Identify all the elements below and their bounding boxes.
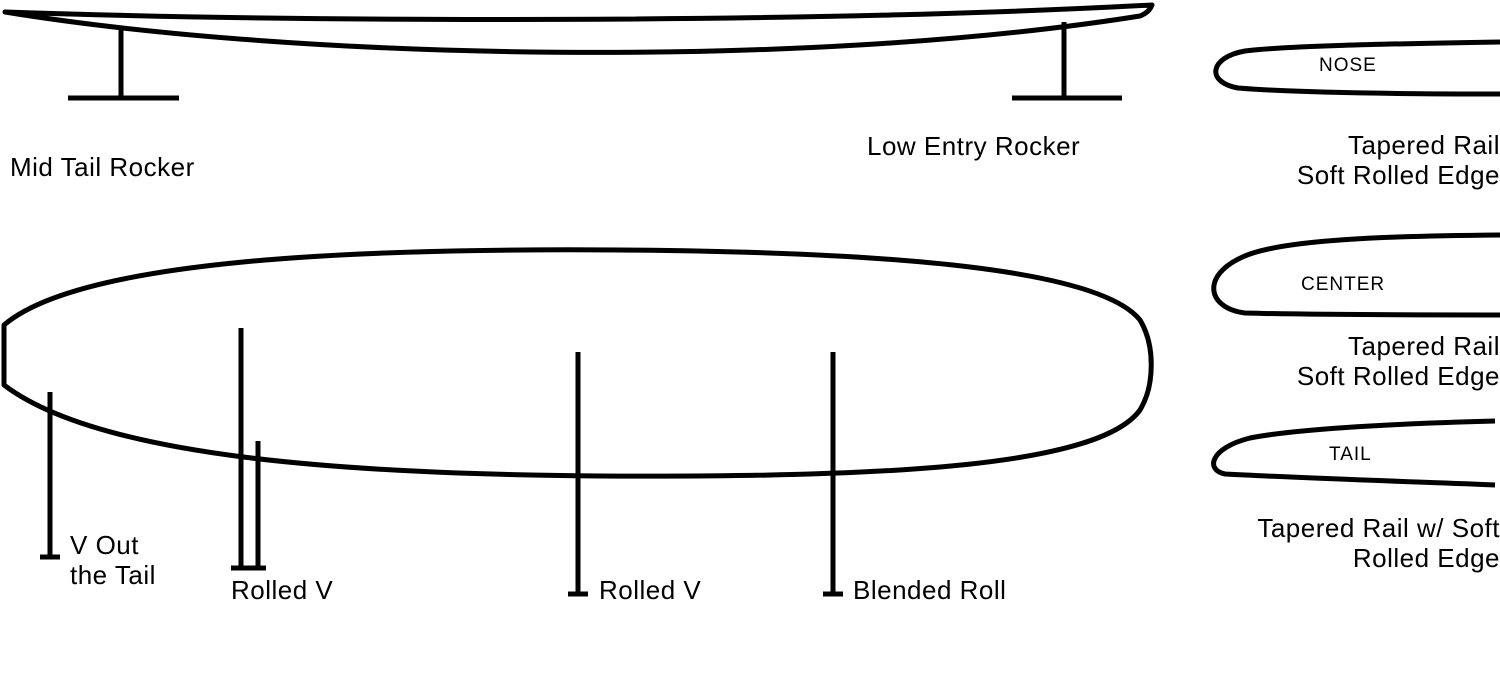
rail-profiles (1211, 39, 1500, 488)
nose-rail-caption-line2: Soft Rolled Edge (1296, 160, 1500, 190)
nose-rail-caption: Tapered Rail Soft Rolled Edge (1297, 130, 1500, 190)
rocker-profile (2, 2, 1155, 101)
center-rail-caption-line1: Tapered Rail (1348, 331, 1500, 361)
tail-rail-caption-line2: Rolled Edge (1352, 543, 1500, 573)
tail-rail-caption: Tapered Rail w/ Soft Rolled Edge (1257, 513, 1500, 573)
nose-rail-profile (1213, 39, 1500, 97)
v-out-tail-label-line2: the Tail (70, 560, 156, 590)
v-out-tail-label: V Out the Tail (70, 530, 156, 590)
nose-section-label: NOSE (1319, 55, 1377, 76)
mid-tail-rocker-label: Mid Tail Rocker (10, 152, 195, 182)
tail-section-label: TAIL (1329, 444, 1372, 465)
low-entry-rocker-label: Low Entry Rocker (867, 131, 1081, 161)
contour-markers (40, 328, 843, 597)
center-rail-caption-line2: Soft Rolled Edge (1296, 361, 1500, 391)
center-rail-caption: Tapered Rail Soft Rolled Edge (1297, 331, 1500, 391)
rolled-v-label-center: Rolled V (599, 575, 702, 605)
nose-rail-caption-line1: Tapered Rail (1348, 130, 1500, 160)
center-rail-profile (1211, 232, 1500, 318)
tail-rail-caption-line1: Tapered Rail w/ Soft (1257, 513, 1500, 543)
center-section-label: CENTER (1301, 274, 1386, 295)
rolled-v-label-tail: Rolled V (231, 575, 334, 605)
blended-roll-label: Blended Roll (853, 575, 1007, 605)
rocker-board-outline (2, 2, 1155, 55)
tail-rail-profile (1211, 418, 1496, 488)
board-bottom-outline (1, 247, 1154, 479)
v-out-tail-label-line1: V Out (70, 530, 139, 560)
